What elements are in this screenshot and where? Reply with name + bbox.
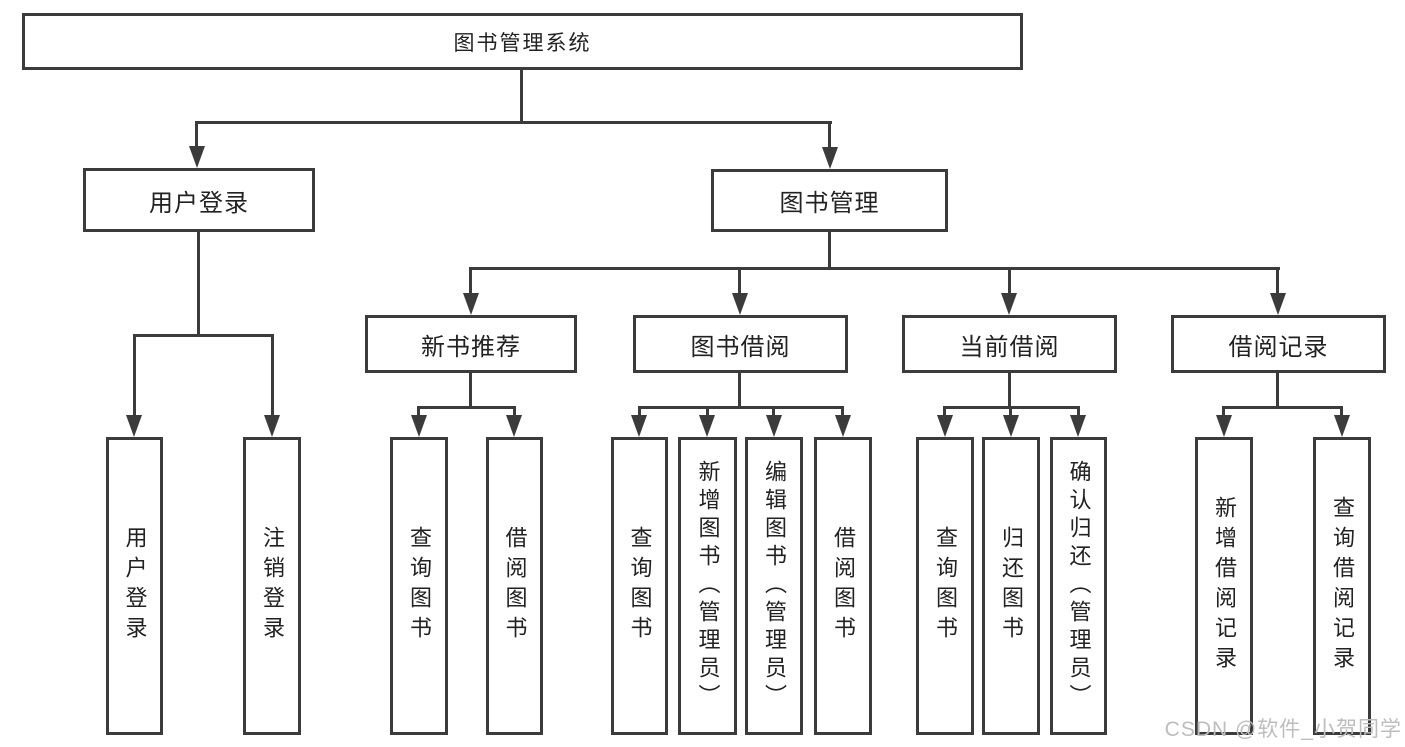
connector-line bbox=[195, 121, 198, 150]
arrow-down-icon bbox=[937, 415, 953, 437]
leaf-add-borrow-record: 新增借阅记录 bbox=[1195, 437, 1253, 735]
node-label: 当前借阅 bbox=[959, 333, 1060, 361]
node-label: 查询图书 bbox=[933, 526, 958, 646]
arrow-down-icon bbox=[1334, 415, 1350, 437]
node-label: 借阅记录 bbox=[1228, 333, 1329, 361]
arrow-down-icon bbox=[463, 293, 479, 315]
leaf-user-login: 用户登录 bbox=[106, 437, 163, 735]
node-label: 注销登录 bbox=[260, 526, 285, 646]
connector-line bbox=[469, 371, 472, 408]
connector-line bbox=[1008, 371, 1011, 408]
leaf-query-books-recommend: 查询图书 bbox=[390, 437, 448, 735]
connector-line bbox=[943, 406, 946, 417]
node-borrowing-records: 借阅记录 bbox=[1171, 315, 1386, 373]
arrow-down-icon bbox=[411, 415, 427, 437]
connector-line bbox=[513, 406, 516, 417]
node-label: 查询图书 bbox=[627, 526, 653, 646]
connector-line bbox=[828, 230, 831, 270]
connector-line bbox=[1077, 406, 1080, 417]
node-label: 编辑图书（管理员） bbox=[762, 460, 787, 712]
arrow-down-icon bbox=[189, 146, 205, 168]
node-new-book-recommendation: 新书推荐 bbox=[365, 315, 577, 373]
node-book-borrowing: 图书借阅 bbox=[633, 315, 848, 373]
leaf-confirm-return-admin: 确认归还（管理员） bbox=[1050, 437, 1107, 735]
connector-line bbox=[1222, 406, 1225, 417]
connector-line bbox=[828, 121, 831, 151]
node-current-borrowing: 当前借阅 bbox=[902, 315, 1117, 373]
connector-line bbox=[738, 371, 741, 408]
connector-line bbox=[1009, 406, 1012, 417]
connector-line bbox=[738, 267, 741, 295]
connector-line bbox=[638, 406, 641, 417]
node-label: 用户登录 bbox=[149, 189, 249, 217]
connector-line bbox=[1222, 406, 1343, 409]
leaf-query-borrow-record: 查询借阅记录 bbox=[1313, 437, 1371, 735]
connector-line bbox=[133, 334, 136, 419]
node-label: 查询借阅记录 bbox=[1330, 496, 1355, 676]
node-user-login: 用户登录 bbox=[83, 168, 315, 232]
connector-line bbox=[133, 334, 274, 337]
connector-line bbox=[1276, 267, 1279, 295]
arrow-down-icon bbox=[835, 415, 851, 437]
csdn-watermark: CSDN @软件_小贺同学 bbox=[1164, 718, 1402, 741]
connector-line bbox=[841, 406, 844, 417]
arrow-down-icon bbox=[1001, 293, 1017, 315]
connector-line bbox=[196, 121, 832, 124]
leaf-return-books: 归还图书 bbox=[982, 437, 1040, 735]
node-label: 新增借阅记录 bbox=[1212, 496, 1237, 676]
node-label: 查询图书 bbox=[407, 526, 432, 646]
node-library-management-system: 图书管理系统 bbox=[22, 13, 1023, 70]
node-label: 图书借阅 bbox=[690, 333, 791, 361]
arrow-down-icon bbox=[1070, 415, 1086, 437]
connector-line bbox=[1340, 406, 1343, 417]
node-book-management: 图书管理 bbox=[711, 169, 948, 232]
connector-line bbox=[271, 334, 274, 419]
leaf-borrow-books: 借阅图书 bbox=[814, 437, 872, 735]
connector-line bbox=[417, 406, 420, 417]
leaf-add-books-admin: 新增图书（管理员） bbox=[678, 437, 737, 735]
connector-line bbox=[469, 267, 1280, 270]
connector-line bbox=[1276, 371, 1279, 408]
connector-line bbox=[469, 267, 472, 295]
node-label: 确认归还（管理员） bbox=[1066, 460, 1092, 712]
connector-line bbox=[706, 406, 709, 417]
node-label: 图书管理系统 bbox=[453, 31, 592, 55]
connector-line bbox=[417, 406, 516, 409]
node-label: 用户登录 bbox=[122, 526, 148, 646]
arrow-down-icon bbox=[766, 415, 782, 437]
node-label: 新书推荐 bbox=[421, 333, 521, 361]
arrow-down-icon bbox=[506, 415, 522, 437]
arrow-down-icon bbox=[1003, 415, 1019, 437]
connector-line bbox=[520, 70, 523, 124]
leaf-edit-books-admin: 编辑图书（管理员） bbox=[745, 437, 803, 735]
connector-line bbox=[638, 406, 844, 409]
arrow-down-icon bbox=[822, 147, 838, 169]
connector-line bbox=[772, 406, 775, 417]
node-label: 借阅图书 bbox=[831, 526, 856, 646]
connector-line bbox=[1008, 267, 1011, 295]
node-label: 归还图书 bbox=[999, 526, 1024, 646]
leaf-logout: 注销登录 bbox=[243, 437, 301, 735]
leaf-query-books-current: 查询图书 bbox=[916, 437, 974, 735]
node-label: 新增图书（管理员） bbox=[695, 460, 721, 712]
node-label: 图书管理 bbox=[779, 190, 880, 217]
connector-line bbox=[197, 230, 200, 337]
arrow-down-icon bbox=[699, 415, 715, 437]
leaf-borrow-books-recommend: 借阅图书 bbox=[486, 437, 543, 735]
arrow-down-icon bbox=[1216, 415, 1232, 437]
arrow-down-icon bbox=[631, 415, 647, 437]
arrow-down-icon bbox=[126, 415, 142, 437]
arrow-down-icon bbox=[732, 293, 748, 315]
node-label: 借阅图书 bbox=[502, 526, 528, 646]
arrow-down-icon bbox=[264, 415, 280, 437]
arrow-down-icon bbox=[1270, 293, 1286, 315]
leaf-query-books-borrow: 查询图书 bbox=[611, 437, 668, 735]
